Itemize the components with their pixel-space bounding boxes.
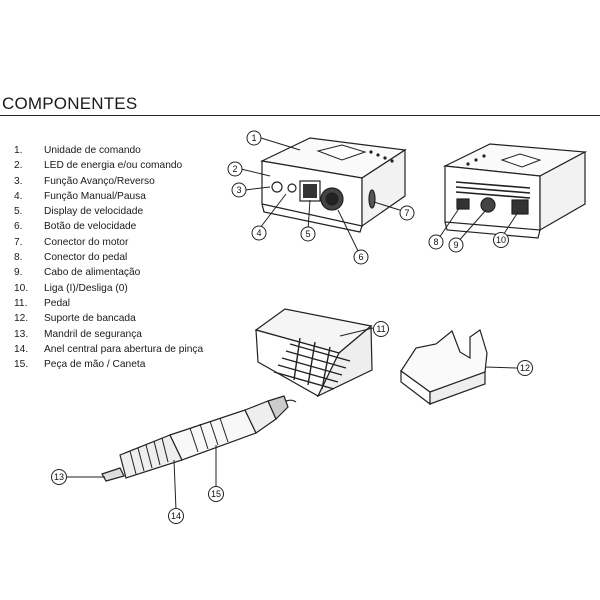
- callout-12-label: 12: [520, 363, 530, 373]
- item-label: Mandril de segurança: [44, 328, 142, 340]
- list-item: 7. Conector do motor: [14, 235, 203, 250]
- callout-14: 14: [168, 508, 184, 524]
- item-number: 8.: [14, 252, 23, 264]
- item-label: Botão de velocidade: [44, 221, 137, 233]
- callout-7: 7: [399, 205, 415, 221]
- list-item: 13. Mandril de segurança: [14, 327, 203, 342]
- handpiece-drawing: [101, 395, 297, 482]
- callout-13: 13: [51, 469, 67, 485]
- list-item: 2. LED de energia e/ou comando: [14, 158, 203, 173]
- list-item: 14. Anel central para abertura de pinça: [14, 342, 203, 357]
- callout-14-label: 14: [171, 511, 181, 521]
- item-number: 3.: [14, 175, 23, 187]
- callout-7-label: 7: [404, 208, 409, 218]
- item-label: Função Avanço/Reverso: [44, 175, 155, 187]
- control-unit-front: [260, 137, 407, 233]
- list-item: 12. Suporte de bancada: [14, 311, 203, 326]
- callout-12: 12: [517, 360, 533, 376]
- item-number: 7.: [14, 236, 23, 248]
- item-label: Liga (I)/Desliga (0): [44, 282, 128, 294]
- item-label: Unidade de comando: [44, 145, 141, 156]
- control-unit-rear: [442, 143, 588, 239]
- item-label: LED de energia e/ou comando: [44, 160, 183, 172]
- item-number: 15.: [14, 359, 29, 371]
- callout-2: 2: [227, 161, 243, 177]
- callout-8: 8: [428, 234, 444, 250]
- callout-9: 9: [448, 237, 464, 253]
- item-label: Conector do pedal: [44, 252, 128, 264]
- list-item: 9. Cabo de alimentação: [14, 265, 203, 280]
- components-list: 1. Unidade de comando 2. LED de energia e/…: [14, 143, 203, 372]
- item-label: Pedal: [44, 297, 71, 309]
- item-number: 11.: [14, 297, 28, 309]
- callout-1-label: 1: [251, 133, 256, 143]
- pedal-drawing: [254, 308, 373, 398]
- item-number: 12.: [14, 313, 29, 325]
- callout-1: 1: [246, 130, 262, 146]
- callout-3-label: 3: [236, 185, 241, 195]
- item-label: Peça de mão / Caneta: [44, 359, 146, 371]
- list-item: 8. Conector do pedal: [14, 250, 203, 265]
- callout-8-label: 8: [433, 237, 438, 247]
- callout-10: 10: [493, 232, 509, 248]
- callout-2-label: 2: [232, 164, 237, 174]
- list-item: 10. Liga (I)/Desliga (0): [14, 281, 203, 296]
- callout-15: 15: [208, 486, 224, 502]
- list-item: 3. Função Avanço/Reverso: [14, 174, 203, 189]
- item-label: Função Manual/Pausa: [44, 190, 146, 202]
- title-divider: [0, 115, 600, 116]
- item-number: 14.: [14, 343, 29, 355]
- list-item: 15. Peça de mão / Caneta: [14, 357, 203, 372]
- item-label: Cabo de alimentação: [44, 267, 141, 279]
- callout-3: 3: [231, 182, 247, 198]
- list-item: 5. Display de velocidade: [14, 204, 203, 219]
- item-label: Conector do motor: [44, 236, 129, 248]
- callout-4: 4: [251, 225, 267, 241]
- list-item: 6. Botão de velocidade: [14, 219, 203, 234]
- callout-13-label: 13: [54, 472, 64, 482]
- callout-5: 5: [300, 226, 316, 242]
- callout-5-label: 5: [305, 229, 310, 239]
- list-item: 11. Pedal: [14, 296, 203, 311]
- callout-6: 6: [353, 249, 369, 265]
- list-item: 1. Unidade de comando: [14, 143, 203, 158]
- bench-stand-drawing: [400, 329, 488, 406]
- item-number: 2.: [14, 160, 23, 172]
- page-title: COMPONENTES: [2, 94, 138, 113]
- callout-10-label: 10: [496, 235, 506, 245]
- item-number: 6.: [14, 221, 23, 233]
- item-number: 5.: [14, 206, 23, 218]
- list-item: 4. Função Manual/Pausa: [14, 189, 203, 204]
- callout-9-label: 9: [453, 240, 458, 250]
- item-number: 10.: [14, 282, 29, 294]
- leader-lines: [66, 137, 519, 511]
- callout-6-label: 6: [358, 252, 363, 262]
- item-label: Suporte de bancada: [44, 313, 136, 325]
- item-label: Display de velocidade: [44, 206, 144, 218]
- item-number: 4.: [14, 190, 23, 202]
- callout-15-label: 15: [211, 489, 221, 499]
- item-number: 1.: [14, 145, 23, 156]
- callout-4-label: 4: [256, 228, 261, 238]
- item-number: 13.: [14, 328, 29, 340]
- item-number: 9.: [14, 267, 23, 279]
- callout-11: 11: [373, 321, 389, 337]
- item-label: Anel central para abertura de pinça: [44, 343, 204, 355]
- callout-11-label: 11: [376, 324, 385, 334]
